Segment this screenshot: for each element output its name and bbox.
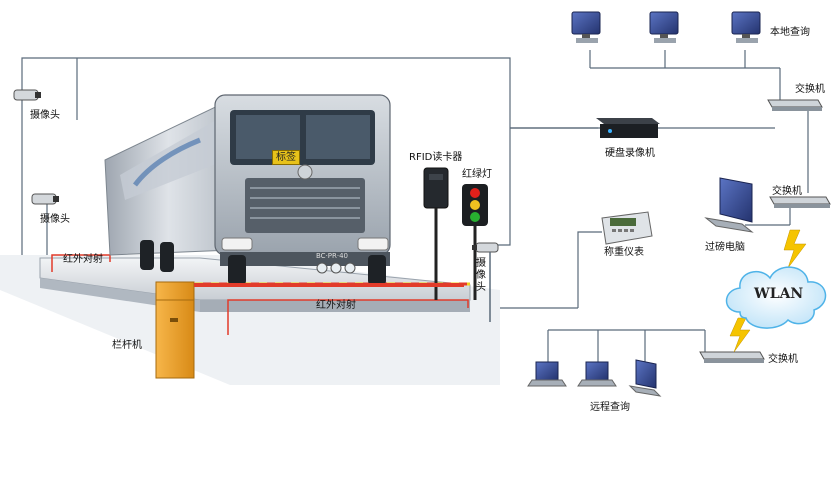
- lightning-icon: [783, 229, 807, 269]
- weighbridge-platform: [0, 254, 500, 385]
- traffic-light-icon: [462, 184, 488, 300]
- barrier-label: 栏杆机: [112, 340, 142, 351]
- switch-icon: [699, 351, 765, 363]
- weighing-pc-icon: [704, 177, 754, 233]
- local-query-computers: [571, 11, 761, 43]
- desktop-computer-icon: [649, 11, 679, 43]
- dvr-label: 硬盘录像机: [605, 148, 655, 159]
- lightning-icon: [729, 317, 751, 353]
- switch-icon: [767, 99, 823, 111]
- traffic-light-label: 红绿灯: [462, 169, 492, 180]
- remote-query-computers: [527, 359, 662, 397]
- camera-top-label: 摄像头: [30, 110, 60, 121]
- license-plate: BC·PR·40: [316, 252, 349, 260]
- wlan-label: WLAN: [754, 286, 804, 302]
- infrared-left-label: 红外对射: [63, 254, 103, 265]
- desktop-computer-icon: [628, 359, 662, 397]
- camera-icon: [13, 89, 41, 101]
- desktop-computer-icon: [571, 11, 601, 43]
- rfid-label: RFID读卡器: [409, 152, 463, 163]
- wlan-cloud-icon: [725, 266, 827, 329]
- infrared-front-label: 红外对射: [316, 300, 356, 311]
- camera-right-label: 摄像头: [476, 258, 486, 293]
- laptop-icon: [577, 361, 617, 387]
- local-query-label: 本地查询: [770, 27, 810, 38]
- camera-mid-label: 摄像头: [40, 214, 70, 225]
- switch-top-label: 交换机: [795, 84, 825, 95]
- truck: [104, 94, 391, 285]
- switch-bottom-label: 交换机: [768, 354, 798, 365]
- weighing-instrument-label: 称重仪表: [604, 247, 644, 258]
- tag-label: 标签: [272, 150, 300, 165]
- laptop-icon: [527, 361, 567, 387]
- remote-query-label: 远程查询: [590, 402, 630, 413]
- dvr-icon: [596, 118, 660, 138]
- camera-icon: [31, 193, 59, 205]
- camera-icon: [472, 242, 499, 322]
- weighing-instrument-icon: [601, 211, 653, 245]
- weighing-pc-label: 过磅电脑: [705, 242, 745, 253]
- rfid-reader-icon: [423, 167, 449, 300]
- switch-mid-label: 交换机: [772, 186, 802, 197]
- desktop-computer-icon: [731, 11, 761, 43]
- barrier-gate-icon: [155, 281, 464, 379]
- switch-icon: [769, 196, 831, 208]
